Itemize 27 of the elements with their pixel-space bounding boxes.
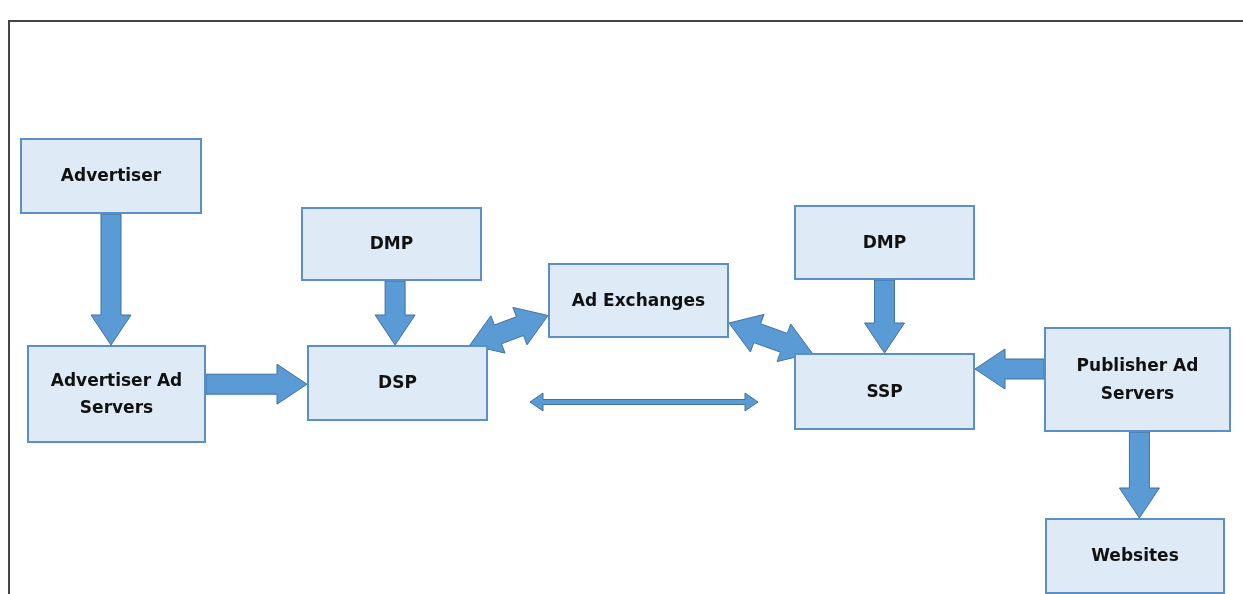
arrow [205, 363, 308, 405]
process-box [307, 345, 488, 421]
process-box [1044, 327, 1231, 432]
arrow [1118, 431, 1160, 519]
node-label: Ad Exchanges [571, 288, 706, 312]
node-label: DSP [378, 371, 417, 395]
process-box [548, 263, 729, 338]
node-label: Websites [1091, 544, 1179, 568]
node-label: DMP [862, 230, 907, 254]
arrow [974, 348, 1045, 390]
process-box [794, 353, 975, 430]
arrow [90, 213, 132, 346]
arrow [469, 306, 549, 354]
node-label: SSP [866, 379, 903, 403]
process-box [794, 205, 975, 280]
arrow [374, 280, 416, 346]
node-label: Advertiser [60, 164, 162, 188]
node-label: Advertiser Ad Servers [49, 368, 184, 419]
arrow [728, 313, 813, 363]
arrow [864, 279, 905, 354]
process-box [27, 345, 206, 443]
node-label: Publisher Ad Servers [1075, 354, 1200, 405]
arrow [529, 392, 759, 412]
process-box [1045, 518, 1225, 594]
node-label: DMP [369, 232, 414, 256]
process-box [20, 138, 202, 214]
process-box [301, 207, 482, 281]
